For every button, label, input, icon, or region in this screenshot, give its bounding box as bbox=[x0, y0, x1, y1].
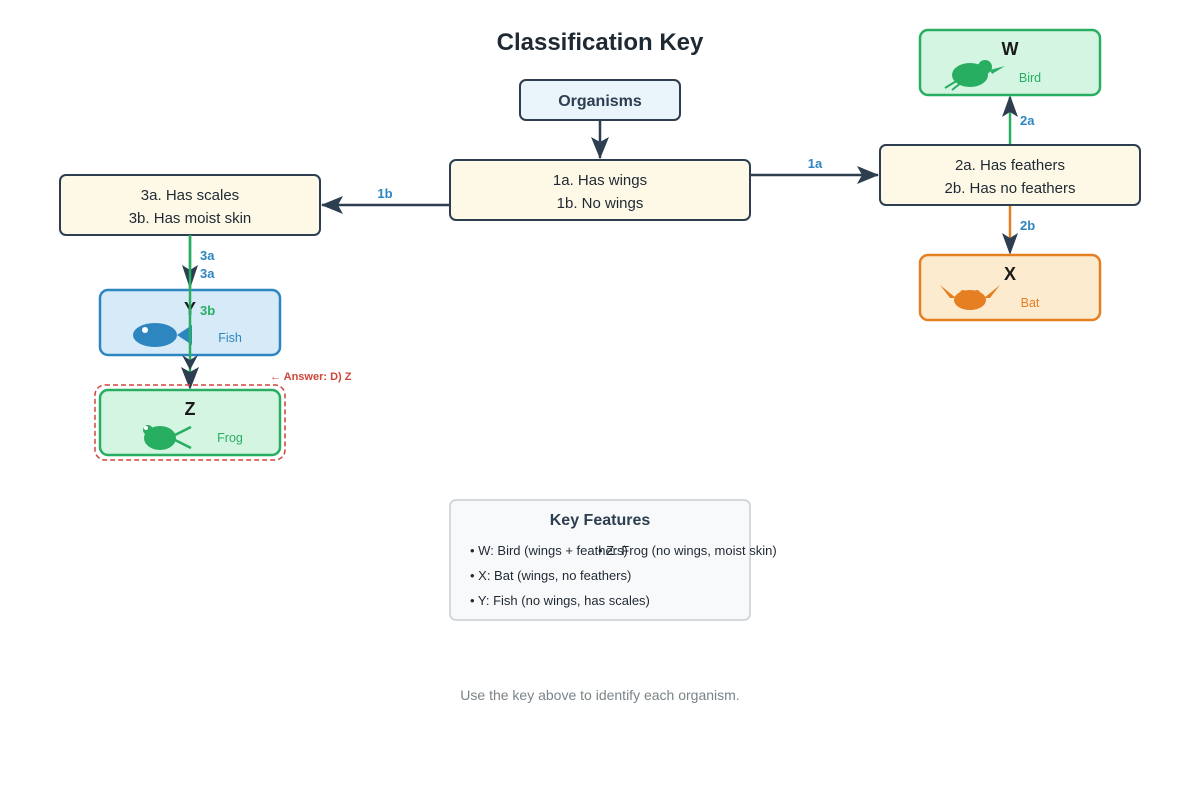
key-feature-item: • X: Bat (wings, no feathers) bbox=[470, 568, 631, 583]
edge-label-1b: 1b bbox=[377, 186, 392, 201]
edge-label-2b: 2b bbox=[1020, 218, 1035, 233]
frog-icon bbox=[143, 425, 192, 450]
organism-x: X Bat bbox=[918, 253, 1102, 322]
edge-label-3a-second: 3a bbox=[200, 266, 215, 281]
node-step1: 1a. Has wings 1b. No wings bbox=[449, 159, 751, 221]
node-step2: 2a. Has feathers 2b. Has no feathers bbox=[879, 144, 1141, 206]
step3-option-a: 3a. Has scales bbox=[141, 187, 239, 204]
answer-annotation: ← Answer: D) Z bbox=[270, 371, 352, 383]
organism-w-letter: W bbox=[1002, 39, 1019, 59]
key-feature-item: • W: Bird (wings + feathers) bbox=[470, 543, 628, 558]
key-feature-item: • Y: Fish (no wings, has scales) bbox=[470, 593, 650, 608]
step3-option-b: 3b. Has moist skin bbox=[129, 210, 252, 227]
page-title: Classification Key bbox=[497, 29, 704, 56]
bat-icon bbox=[940, 285, 1000, 310]
edge-label-2a: 2a bbox=[1020, 113, 1035, 128]
organism-z-letter: Z bbox=[185, 399, 196, 419]
organism-y-name: Fish bbox=[218, 331, 242, 345]
footer-note: Use the key above to identify each organ… bbox=[460, 687, 739, 703]
node-organisms: Organisms bbox=[519, 79, 681, 121]
organism-z-name: Frog bbox=[217, 431, 243, 445]
organism-z: Z Frog bbox=[94, 384, 286, 461]
arrowhead-3b bbox=[181, 367, 199, 390]
key-features-panel: Key Features • W: Bird (wings + feathers… bbox=[449, 499, 777, 621]
key-feature-item: • Z: Frog (no wings, moist skin) bbox=[598, 543, 777, 558]
step1-option-a: 1a. Has wings bbox=[553, 172, 647, 189]
fish-icon bbox=[133, 323, 192, 347]
edge-label-3a-first: 3a bbox=[200, 248, 215, 263]
key-features-title: Key Features bbox=[550, 512, 651, 529]
arrowhead-2a bbox=[1002, 95, 1018, 117]
edge-label-1a: 1a bbox=[808, 156, 823, 171]
arrowhead-2b bbox=[1002, 233, 1018, 255]
step1-option-b: 1b. No wings bbox=[557, 195, 644, 212]
organism-w: W Bird bbox=[918, 28, 1102, 97]
node-organisms-label: Organisms bbox=[558, 93, 642, 110]
edge-label-3b: 3b bbox=[200, 303, 215, 318]
arrowhead-3b-mid bbox=[182, 355, 198, 370]
answer-highlight bbox=[94, 384, 286, 461]
organism-w-name: Bird bbox=[1019, 71, 1041, 85]
organism-x-letter: X bbox=[1004, 264, 1016, 284]
step2-option-b: 2b. Has no feathers bbox=[945, 180, 1076, 197]
step2-option-a: 2a. Has feathers bbox=[955, 157, 1065, 174]
node-step3: 3a. Has scales 3b. Has moist skin bbox=[59, 174, 321, 236]
bird-icon bbox=[944, 60, 1005, 91]
organism-x-name: Bat bbox=[1021, 296, 1040, 310]
